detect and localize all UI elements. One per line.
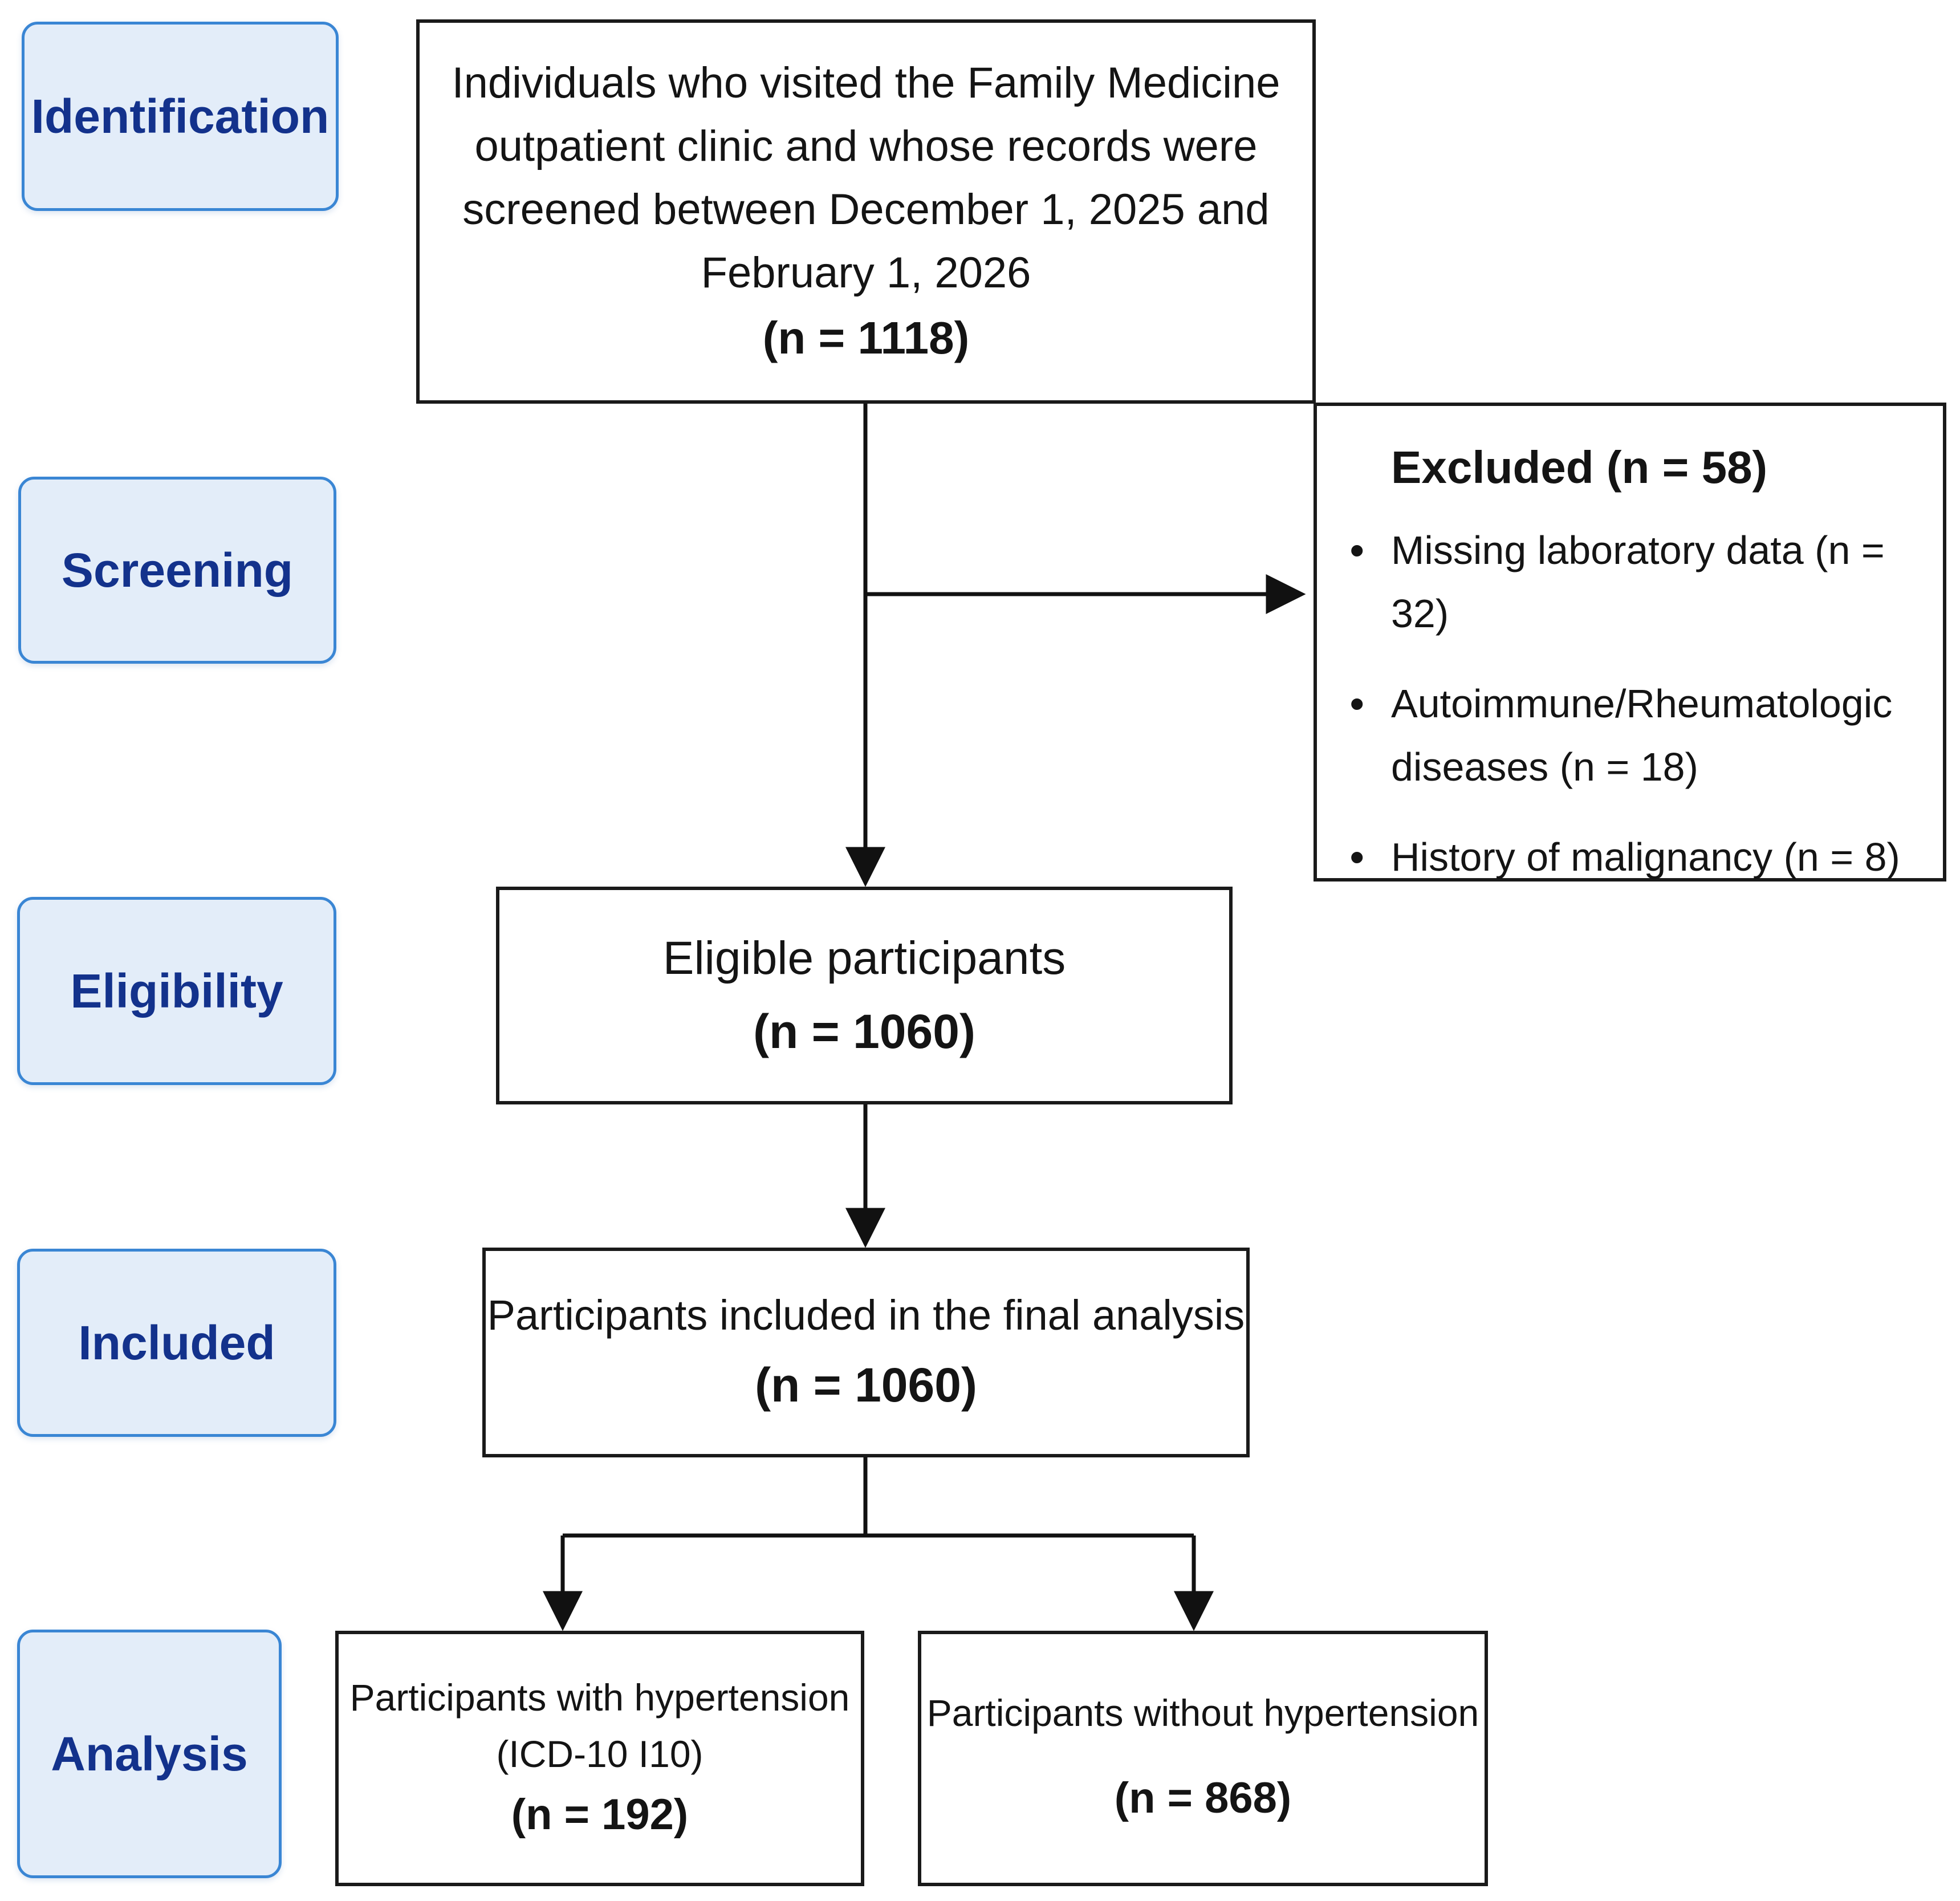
- without-hypertension-count: (n = 868): [1114, 1773, 1292, 1822]
- identification-text-line: February 1, 2026: [701, 248, 1031, 297]
- with-hypertension-text-line: (ICD-10 I10): [496, 1733, 704, 1775]
- stage-identification: Identification: [22, 22, 339, 211]
- identification-text-line: screened between December 1, 2025 and: [462, 185, 1270, 234]
- bullet-icon: •: [1350, 681, 1364, 726]
- with-hypertension-count: (n = 192): [511, 1790, 689, 1839]
- stage-included-label: Included: [78, 1315, 275, 1370]
- without-hypertension-box: Participants without hypertension (n = 8…: [918, 1631, 1488, 1886]
- stage-included: Included: [17, 1249, 336, 1437]
- included-box: Participants included in the final analy…: [482, 1248, 1250, 1457]
- exclusion-list: • Missing laboratory data (n = 32) • Aut…: [1350, 519, 1920, 889]
- stage-screening-label: Screening: [61, 543, 294, 597]
- identification-box: Individuals who visited the Family Medic…: [416, 19, 1316, 404]
- without-hypertension-label: Participants without hypertension: [926, 1691, 1479, 1734]
- exclusion-item: • Missing laboratory data (n = 32): [1350, 519, 1920, 645]
- exclusion-item-text: History of malignancy (n = 8): [1391, 835, 1900, 880]
- stage-eligibility: Eligibility: [17, 897, 336, 1085]
- stage-screening: Screening: [18, 477, 336, 664]
- excluded-box: Excluded (n = 58) • Missing laboratory d…: [1314, 403, 1946, 882]
- included-label: Participants included in the final analy…: [487, 1291, 1245, 1339]
- identification-text-line: Individuals who visited the Family Medic…: [452, 58, 1280, 107]
- included-count: (n = 1060): [755, 1358, 977, 1412]
- eligible-box: Eligible participants (n = 1060): [496, 887, 1233, 1104]
- exclusion-item-text: Missing laboratory data (n = 32): [1391, 528, 1885, 636]
- identification-count: (n = 1118): [762, 312, 970, 363]
- with-hypertension-box: Participants with hypertension (ICD-10 I…: [335, 1631, 864, 1886]
- exclusion-item-text: Autoimmune/Rheumatologic diseases (n = 1…: [1391, 681, 1893, 789]
- stage-eligibility-label: Eligibility: [70, 964, 283, 1018]
- exclusion-item: • Autoimmune/Rheumatologic diseases (n =…: [1350, 672, 1892, 798]
- bullet-icon: •: [1350, 528, 1364, 572]
- exclusion-item: • History of malignancy (n = 8): [1350, 826, 1920, 889]
- eligible-count: (n = 1060): [753, 1005, 975, 1059]
- excluded-title: Excluded (n = 58): [1391, 442, 1768, 493]
- stage-analysis: Analysis: [17, 1630, 282, 1878]
- stage-analysis-label: Analysis: [51, 1727, 248, 1781]
- identification-text-line: outpatient clinic and whose records were: [474, 121, 1258, 170]
- bullet-icon: •: [1350, 835, 1364, 880]
- eligible-label: Eligible participants: [662, 932, 1066, 985]
- stage-identification-label: Identification: [31, 89, 330, 143]
- with-hypertension-text-line: Participants with hypertension: [349, 1676, 850, 1719]
